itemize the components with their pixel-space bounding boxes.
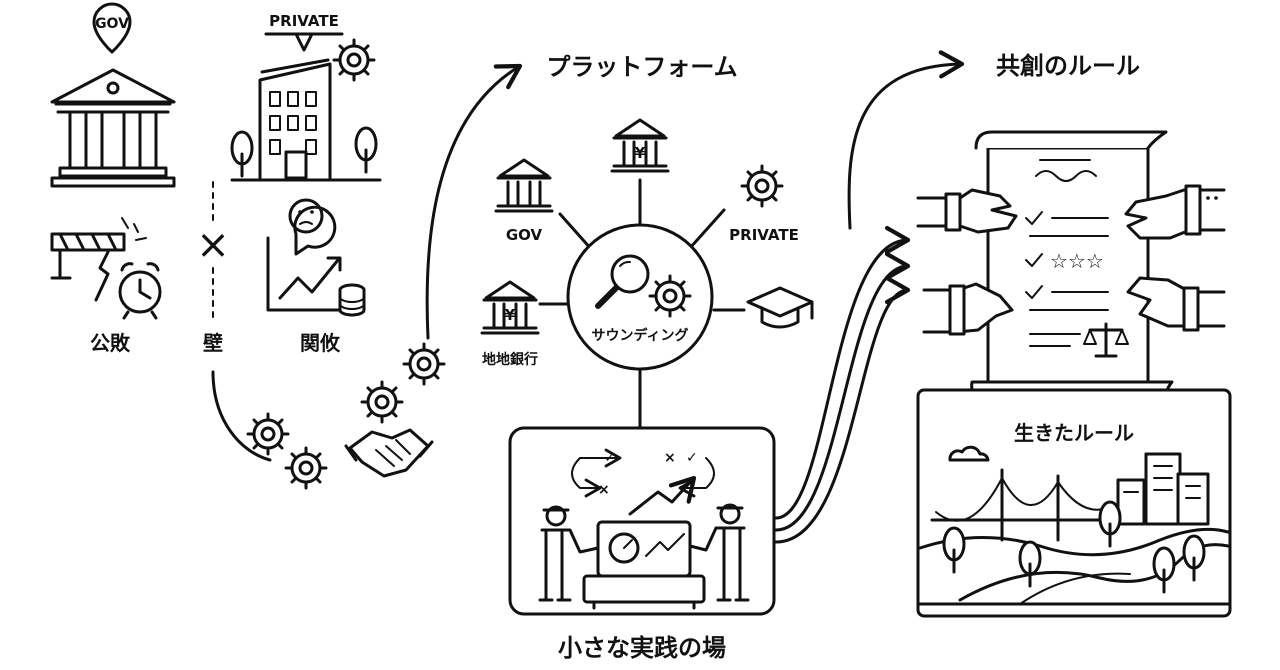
hub-bank-node: ¥ [610, 118, 670, 173]
coin-stack-icon [338, 283, 366, 317]
hub-private-label: PRIVATE [729, 226, 799, 244]
stagnation-label: 関攸 [300, 331, 341, 355]
hand-icon-bottom-left [922, 282, 1014, 336]
check-marks: ✓ [604, 450, 616, 466]
living-rules-label: 生きたルール [1014, 421, 1134, 445]
cross-mark: × [196, 222, 230, 268]
wall-divider: × 壁 [196, 181, 230, 355]
worried-face-icon [288, 198, 337, 256]
gov-pin-label: GOV [95, 16, 129, 32]
gear-icon-hub [648, 274, 692, 318]
alarm-clock-icon [118, 262, 162, 320]
tree-icon [230, 130, 254, 178]
graduation-cap-icon [746, 286, 814, 329]
sounding-hub: サウンディング [538, 178, 746, 430]
flow-line-left [211, 370, 272, 462]
stagnation-group: 関攸 [266, 198, 366, 355]
scroll-icon: ☆☆☆ [970, 130, 1174, 400]
worker-icon-right [688, 503, 750, 602]
hand-icon-top-left [916, 188, 1018, 234]
practice-field-label: 小さな実践の場 [558, 634, 726, 662]
stars-rating: ☆☆☆ [1050, 249, 1104, 273]
hub-gov-node: GOV [494, 158, 554, 244]
corruption-label: 公敗 [90, 331, 131, 355]
gov-building-group: GOV [50, 2, 176, 188]
magnifier-icon [595, 254, 650, 309]
cocreation-rules-title: 共創のルール [996, 52, 1140, 80]
growth-chart-icon [266, 236, 354, 312]
machine-icon [582, 520, 706, 610]
hand-icon-top-right [1124, 184, 1226, 240]
gear-icon-small-a [246, 412, 290, 456]
x-marks-b: × [598, 482, 610, 498]
barrier-icon [50, 217, 147, 302]
living-rules-box: 生きたルール [916, 388, 1232, 618]
government-building-icon [50, 68, 176, 188]
regional-bank-label: 地地銀行 [482, 351, 538, 368]
bridge-icon [930, 468, 1122, 542]
scales-icon [1083, 322, 1129, 358]
sounding-label: サウンディング [591, 327, 688, 344]
gear-icon-large [402, 342, 446, 386]
private-top-label: PRIVATE [269, 12, 339, 30]
flow-line-1 [774, 225, 911, 520]
gear-icon-small-b [284, 446, 328, 490]
office-building-icon [230, 58, 382, 182]
arrow-to-platform [425, 63, 523, 340]
hub-gov-label: GOV [506, 226, 543, 244]
flow-line-3 [774, 276, 911, 544]
x-marks: × [664, 450, 676, 466]
arrow-to-rules [847, 50, 965, 230]
handshake-icon [344, 428, 434, 478]
wall-label: 壁 [203, 331, 223, 355]
gear-icon-small-c [360, 380, 404, 424]
corruption-group: 公敗 [50, 217, 162, 355]
feedback-loop: ✓ × ✓ × [571, 448, 715, 498]
platform-title: プラットフォーム [546, 53, 737, 81]
private-building-group: PRIVATE [230, 12, 382, 182]
check-marks-b: ✓ [686, 450, 698, 466]
worker-icon [538, 505, 600, 602]
regional-bank-node: ¥ 地地銀行 [480, 280, 540, 368]
city-icon [1116, 452, 1210, 526]
practice-field-box: ✓ × ✓ × [508, 426, 776, 616]
government-building-icon-small [494, 158, 554, 213]
gear-icon [332, 38, 376, 82]
hub-private-node: PRIVATE [729, 164, 799, 244]
hub-yen-label: ¥ [635, 144, 646, 162]
tree-icon-right [354, 126, 378, 174]
hand-icon-bottom-right [1126, 276, 1226, 332]
cloud-icon [948, 445, 990, 462]
location-pin-icon: GOV [92, 2, 132, 54]
hub-bank-yen-label: ¥ [505, 306, 516, 324]
gear-icon-private [740, 164, 784, 208]
